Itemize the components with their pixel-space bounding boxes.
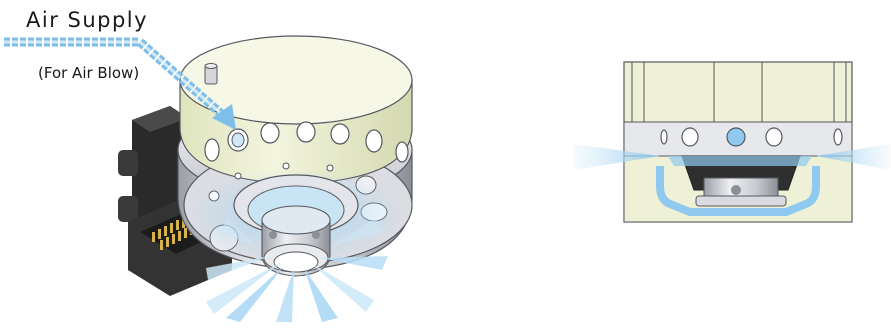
cross-section	[574, 62, 890, 222]
main-cylinder	[178, 36, 412, 276]
air-blow-sublabel: (For Air Blow)	[38, 64, 139, 82]
air-supply-label: Air Supply	[26, 8, 148, 32]
